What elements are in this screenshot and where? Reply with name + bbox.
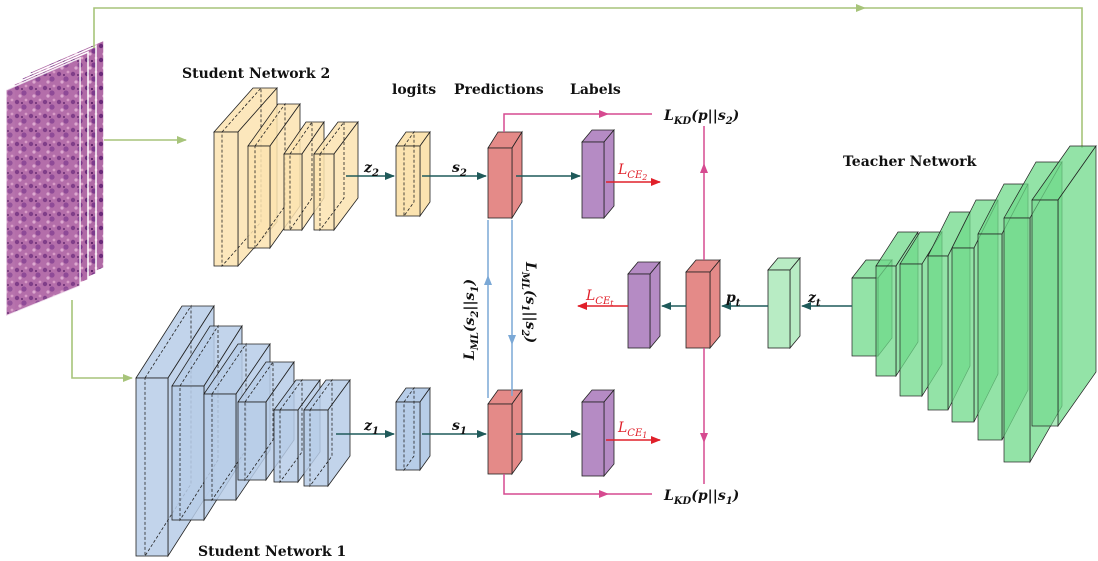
lkd-s1-rest: (p||s: [691, 488, 726, 504]
lce1-subsub: 1: [642, 431, 647, 440]
pt-sub: t: [736, 298, 741, 309]
lce1-base: L: [617, 420, 627, 436]
kd-arrows: [503, 110, 708, 498]
lml-left-label: LML(s2||s1): [462, 279, 481, 361]
lkd-s1-sub2: 1: [726, 496, 733, 507]
label-box-teacher: [627, 260, 661, 350]
lkd-s2-label: LKD(p||s2): [663, 108, 739, 127]
label-box-1: [581, 388, 615, 478]
s1-base: s: [452, 418, 460, 434]
s1-label: s1: [452, 418, 467, 437]
lml-right-label: LML(s1||s2): [519, 261, 538, 343]
lml-right-end: ): [522, 335, 538, 343]
lml-right-sub: ML: [519, 271, 530, 290]
lkd-s1-sub: KD: [673, 496, 692, 507]
lce2-sub: CE: [627, 170, 643, 181]
s1-sub: 1: [460, 426, 467, 437]
s2-label: s2: [452, 160, 467, 179]
lce1-sub: CE: [627, 428, 643, 439]
labels-header: Labels: [570, 82, 621, 98]
lkd-s2-sub2: 2: [725, 116, 733, 127]
teacher-network-label: Teacher Network: [843, 154, 977, 170]
z1-label: z1: [363, 418, 379, 437]
student-network-2-label: Student Network 2: [182, 66, 330, 82]
lml-left-rest: (s: [462, 317, 478, 332]
student-network-1: [135, 304, 351, 558]
input-image-stack: [5, 38, 105, 318]
pt-label: pt: [726, 290, 741, 309]
logit-box-zt: [767, 256, 801, 350]
label-box-2: [581, 128, 615, 220]
s2-base: s: [452, 160, 460, 176]
z1-sub: 1: [372, 426, 379, 437]
prediction-box-teacher: [685, 258, 721, 350]
lkd-s2-base: L: [663, 108, 674, 124]
logit-box-z2: [395, 130, 431, 218]
z1-base: z: [363, 418, 373, 434]
lml-left-sub3: 1: [470, 286, 481, 293]
lce1-label: LCE1: [617, 420, 647, 440]
z2-label: z2: [363, 160, 379, 179]
forward-arrows: [336, 172, 852, 438]
lml-left-end: ): [462, 279, 478, 287]
teacher-network: [851, 144, 1097, 464]
lkd-s1-base: L: [663, 488, 674, 504]
s2-sub: 2: [459, 168, 467, 179]
lkd-s2-end: ): [732, 108, 740, 124]
zt-sub: t: [816, 298, 821, 309]
pt-base: p: [726, 290, 736, 306]
logit-box-z1: [395, 386, 431, 472]
lcet-base: L: [585, 288, 595, 304]
prediction-box-s2: [487, 130, 523, 220]
lkd-s1-label: LKD(p||s1): [663, 488, 739, 507]
lcet-sub: CE: [595, 296, 611, 307]
lml-right-rest: (s: [522, 290, 538, 305]
lkd-s2-rest: (p||s: [691, 108, 726, 124]
lml-right-sub2: 1: [519, 304, 530, 311]
lce2-label: LCE2: [617, 162, 647, 182]
ce-arrows: [577, 178, 661, 444]
lkd-s2-sub: KD: [673, 116, 692, 127]
student-network-1-label: Student Network 1: [198, 544, 346, 560]
lml-left-sub2: 2: [470, 311, 481, 319]
lml-right-base: L: [522, 261, 538, 272]
z2-base: z: [363, 160, 373, 176]
prediction-box-s1: [487, 388, 523, 476]
lml-left-sub: ML: [470, 332, 481, 351]
zt-label: zt: [807, 290, 821, 309]
lml-left-base: L: [462, 350, 478, 361]
lml-right-sub3: 2: [519, 329, 530, 337]
predictions-header: Predictions: [454, 82, 544, 98]
lml-right-mid: ||s: [522, 311, 538, 329]
lce2-base: L: [617, 162, 627, 178]
lcet-label: LCEt: [585, 288, 614, 308]
lce2-subsub: 2: [641, 173, 647, 182]
ml-arrows: [484, 220, 516, 398]
zt-base: z: [807, 290, 817, 306]
logits-header: logits: [392, 82, 436, 98]
lml-left-mid: ||s: [462, 292, 478, 310]
lcet-subsub: t: [610, 299, 614, 308]
z2-sub: 2: [371, 168, 379, 179]
lkd-s1-end: ): [732, 488, 740, 504]
student-network-2: [213, 86, 359, 268]
input-connectors: [71, 4, 1083, 382]
